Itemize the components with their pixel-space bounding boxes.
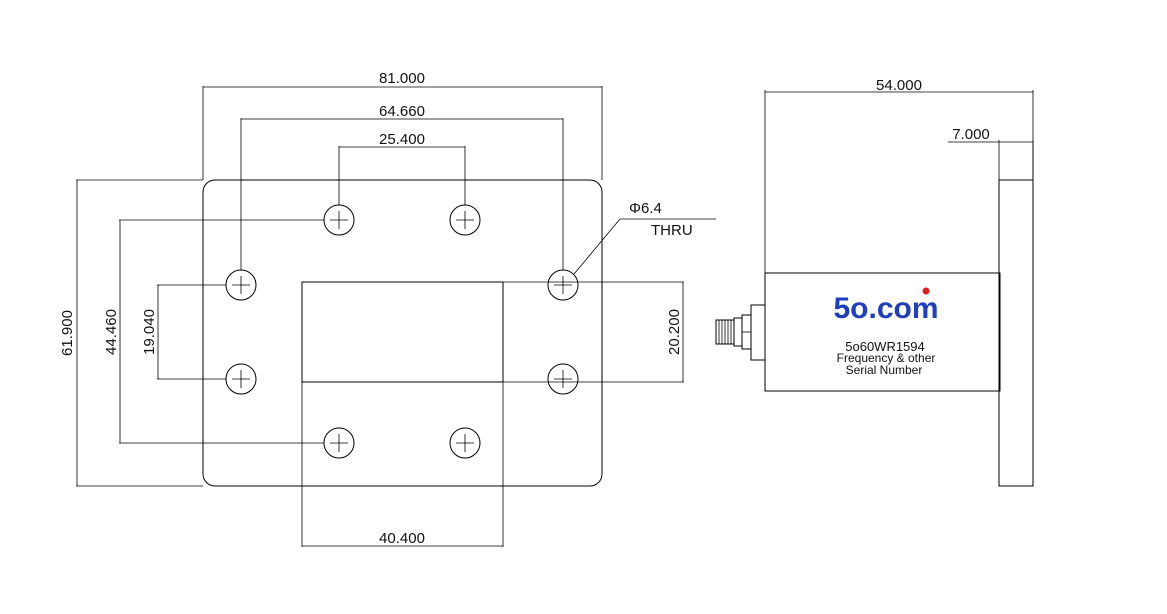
model-number: 5o60WR1594 [845,339,925,354]
dimension-overall-width: 81.000 [202,70,603,180]
bolt-hole [547,269,579,301]
dimension-overall-length: 54.000 [764,77,1034,273]
dimension-hole-span-vertical-outer: 44.460 [103,219,324,444]
hole-diameter-label: Φ6.4 [629,200,662,217]
dimension-label: 64.660 [379,103,425,120]
product-label: 5o.com 5o60WR1594 Frequency & other Seri… [833,287,939,377]
dimension-label: 81.000 [379,70,425,87]
logo-prefix: 5o [833,292,868,325]
front-view: 81.000 64.660 25.400 61.900 [59,70,716,547]
dimension-aperture-width: 40.400 [301,382,504,547]
bolt-hole [449,204,481,236]
side-view: 54.000 7.000 5o.com 5o60WR1594 Frequency… [715,77,1034,487]
waveguide-aperture [301,281,504,383]
dimension-label: 25.400 [379,131,425,148]
bolt-hole [449,427,481,459]
dimension-hole-span-outer: 64.660 [240,103,564,270]
flange-plate [202,179,603,487]
bolt-hole [225,269,257,301]
hole-thru-label: THRU [651,222,693,239]
side-flange [998,179,1034,487]
dimension-label: 20.200 [666,309,683,355]
bolt-hole [323,204,355,236]
dimension-label: 40.400 [379,530,425,547]
dimension-label: 61.900 [59,310,76,356]
dimension-label: 19.040 [141,309,158,355]
label-line-frequency: Frequency & other [837,351,936,365]
logo-dot [922,287,930,295]
dimension-label: 44.460 [103,309,120,355]
label-line-serial: Serial Number [846,363,923,377]
brand-logo: 5o.com [833,292,938,325]
dimension-label: 7.000 [952,126,990,143]
bolt-holes [225,204,579,459]
dimension-hole-span-inner: 25.400 [338,131,466,205]
dimension-hole-span-vertical-inner: 19.040 [141,284,226,380]
bolt-hole [323,427,355,459]
hole-callout: Φ6.4 THRU [573,200,716,275]
dimension-overall-height: 61.900 [59,179,203,487]
bolt-hole [225,363,257,395]
sma-connector [715,304,766,361]
dimension-label: 54.000 [876,77,922,94]
dimension-aperture-height: 20.200 [503,281,684,383]
bolt-hole [547,363,579,395]
logo-suffix: .com [868,292,938,325]
dimension-flange-thickness: 7.000 [948,126,1034,180]
